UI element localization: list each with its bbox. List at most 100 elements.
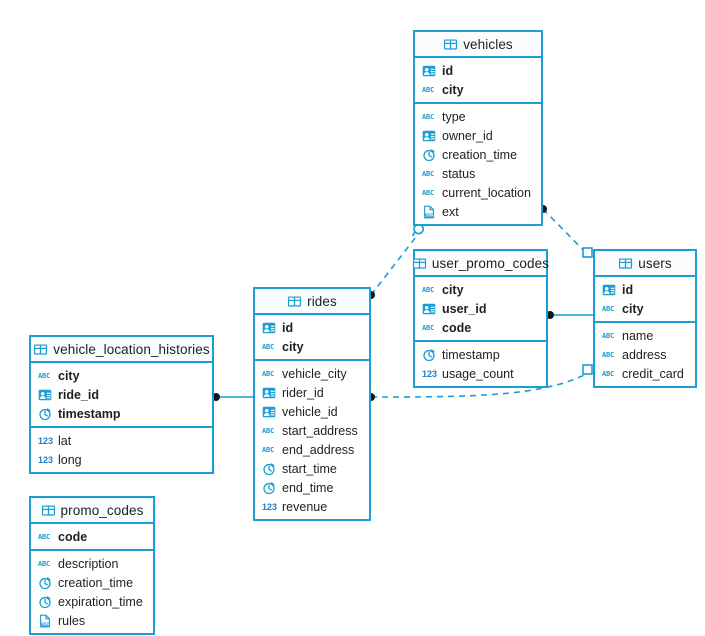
123-icon: 123 <box>38 435 54 446</box>
field-name: ride_id <box>58 387 99 402</box>
id-card-icon <box>422 302 436 316</box>
123-icon: 123 <box>422 368 438 379</box>
field-row[interactable]: id <box>255 318 369 337</box>
field-row[interactable]: ABC end_address <box>255 440 369 459</box>
table-title: vehicle_location_histories <box>53 341 210 357</box>
abc-icon: ABC <box>602 350 615 359</box>
relationship-upc-users[interactable] <box>546 311 593 319</box>
field-name: rider_id <box>282 385 324 400</box>
abc-icon: ABC <box>422 188 435 197</box>
abc-icon: ABC <box>602 369 615 378</box>
field-row[interactable]: id <box>595 280 695 299</box>
field-row[interactable]: ride_id <box>31 385 212 404</box>
field-name: id <box>622 282 634 297</box>
field-row[interactable]: owner_id <box>415 126 541 145</box>
field-name: timestamp <box>58 406 121 421</box>
field-name: end_time <box>282 480 334 495</box>
field-name: start_time <box>282 461 337 476</box>
table-header[interactable]: rides <box>255 289 369 315</box>
attributes-section: timestamp 123 usage_count <box>415 342 546 386</box>
123-icon: 123 <box>38 454 54 465</box>
clock-icon <box>262 481 276 495</box>
table-header[interactable]: user_promo_codes <box>412 251 549 277</box>
field-row[interactable]: id <box>415 61 541 80</box>
field-row[interactable]: rider_id <box>255 383 369 402</box>
table-grid-icon <box>33 342 48 356</box>
clock-icon <box>38 576 52 590</box>
table-header[interactable]: users <box>595 251 695 277</box>
id-card-icon <box>38 388 52 402</box>
table-header[interactable]: promo_codes <box>31 498 153 524</box>
clock-icon <box>422 348 436 362</box>
table-header[interactable]: vehicle_location_histories <box>31 337 212 363</box>
field-row[interactable]: timestamp <box>31 404 212 423</box>
id-card-icon <box>422 129 436 143</box>
field-row[interactable]: start_time <box>255 459 369 478</box>
field-name: description <box>58 556 119 571</box>
table-grid-icon <box>443 37 458 51</box>
field-row[interactable]: ABC description <box>31 554 153 573</box>
abc-icon: ABC <box>602 304 615 313</box>
field-name: expiration_time <box>58 594 143 609</box>
abc-icon: ABC <box>38 371 51 380</box>
field-row[interactable]: vehicle_id <box>255 402 369 421</box>
id-card-icon <box>262 386 276 400</box>
relationship-vlh-rides[interactable] <box>212 393 253 401</box>
clock-icon <box>422 148 436 162</box>
abc-icon: ABC <box>38 559 51 568</box>
field-row[interactable]: timestamp <box>415 345 546 364</box>
field-name: vehicle_id <box>282 404 338 419</box>
field-name: city <box>58 368 80 383</box>
table-title: rides <box>307 293 337 309</box>
field-row[interactable]: ABC city <box>31 366 212 385</box>
field-row[interactable]: user_id <box>415 299 546 318</box>
table-title: users <box>638 255 672 271</box>
field-row[interactable]: expiration_time <box>31 592 153 611</box>
field-name: usage_count <box>442 366 514 381</box>
field-row[interactable]: 123 usage_count <box>415 364 546 383</box>
field-name: code <box>58 529 88 544</box>
field-row[interactable]: end_time <box>255 478 369 497</box>
abc-icon: ABC <box>262 342 275 351</box>
table-grid-icon <box>412 256 426 270</box>
field-name: name <box>622 328 654 343</box>
clock-icon <box>38 407 52 421</box>
table-header[interactable]: vehicles <box>415 32 541 58</box>
abc-icon: ABC <box>262 445 275 454</box>
table-grid-icon <box>41 503 55 517</box>
relationship-target-square <box>582 247 593 258</box>
field-name: rules <box>58 613 86 628</box>
field-row[interactable]: creation_time <box>415 145 541 164</box>
field-name: end_address <box>282 442 355 457</box>
field-row[interactable]: creation_time <box>31 573 153 592</box>
abc-icon: ABC <box>422 85 435 94</box>
